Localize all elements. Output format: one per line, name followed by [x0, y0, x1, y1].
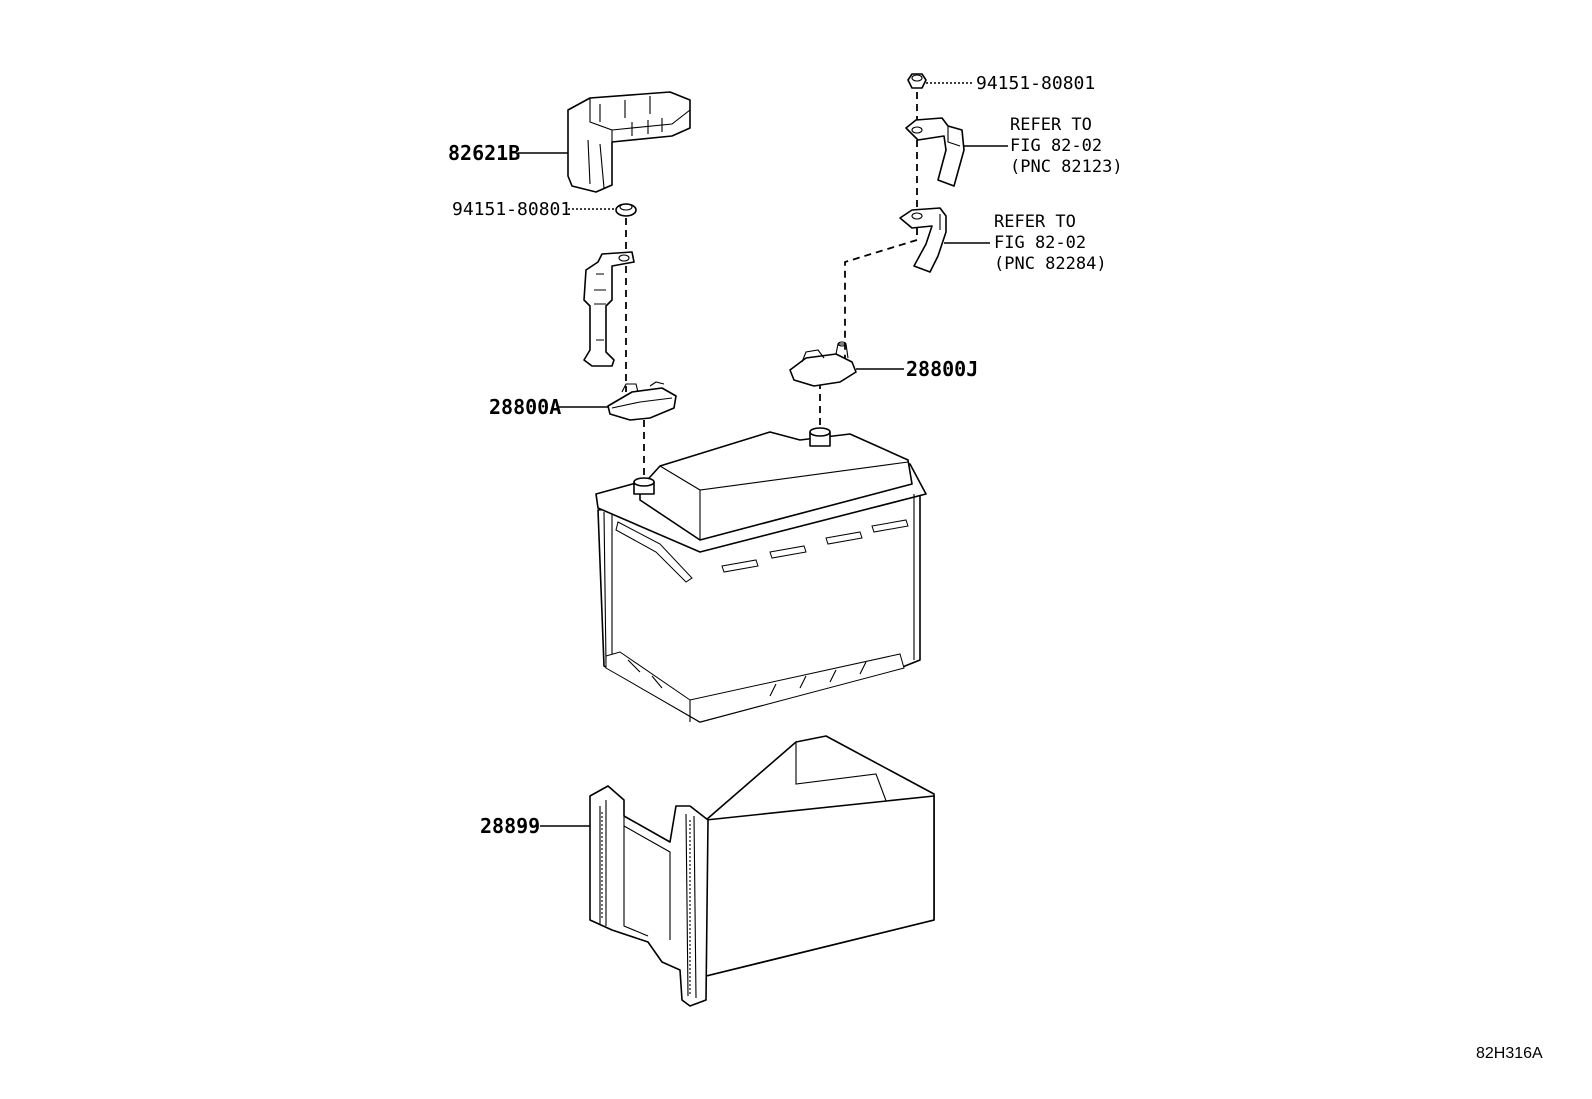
ref1-line3: (PNC 82123) [1010, 157, 1123, 177]
cover-part-number: 82621B [448, 141, 520, 165]
figure-code: 82H316A [1476, 1045, 1543, 1062]
lower-clamp-part [899, 207, 947, 273]
ref1-line1: REFER TO [1010, 115, 1092, 135]
positive-terminal-part-number: 28800J [906, 357, 978, 381]
left-nut-part[interactable] [615, 203, 637, 217]
terminal-cover-part[interactable] [567, 91, 691, 193]
right-nut-part[interactable] [907, 73, 927, 89]
right-nut-part-number: 94151-80801 [976, 73, 1095, 94]
battery-tray-part[interactable] [589, 735, 935, 1007]
negative-cable-bracket [583, 251, 635, 367]
negative-terminal-part-number: 28800A [489, 395, 561, 419]
battery-illustration [595, 427, 927, 723]
upper-clamp-part [905, 117, 965, 187]
ref1-line2: FIG 82-02 [1010, 136, 1102, 156]
ref2-line3: (PNC 82284) [994, 254, 1107, 274]
ref2-line1: REFER TO [994, 212, 1076, 232]
positive-terminal-part[interactable] [789, 341, 857, 387]
left-nut-part-number: 94151-80801 [452, 199, 571, 220]
negative-terminal-part[interactable] [607, 381, 677, 421]
ref2-line2: FIG 82-02 [994, 233, 1086, 253]
tray-part-number: 28899 [480, 814, 540, 838]
